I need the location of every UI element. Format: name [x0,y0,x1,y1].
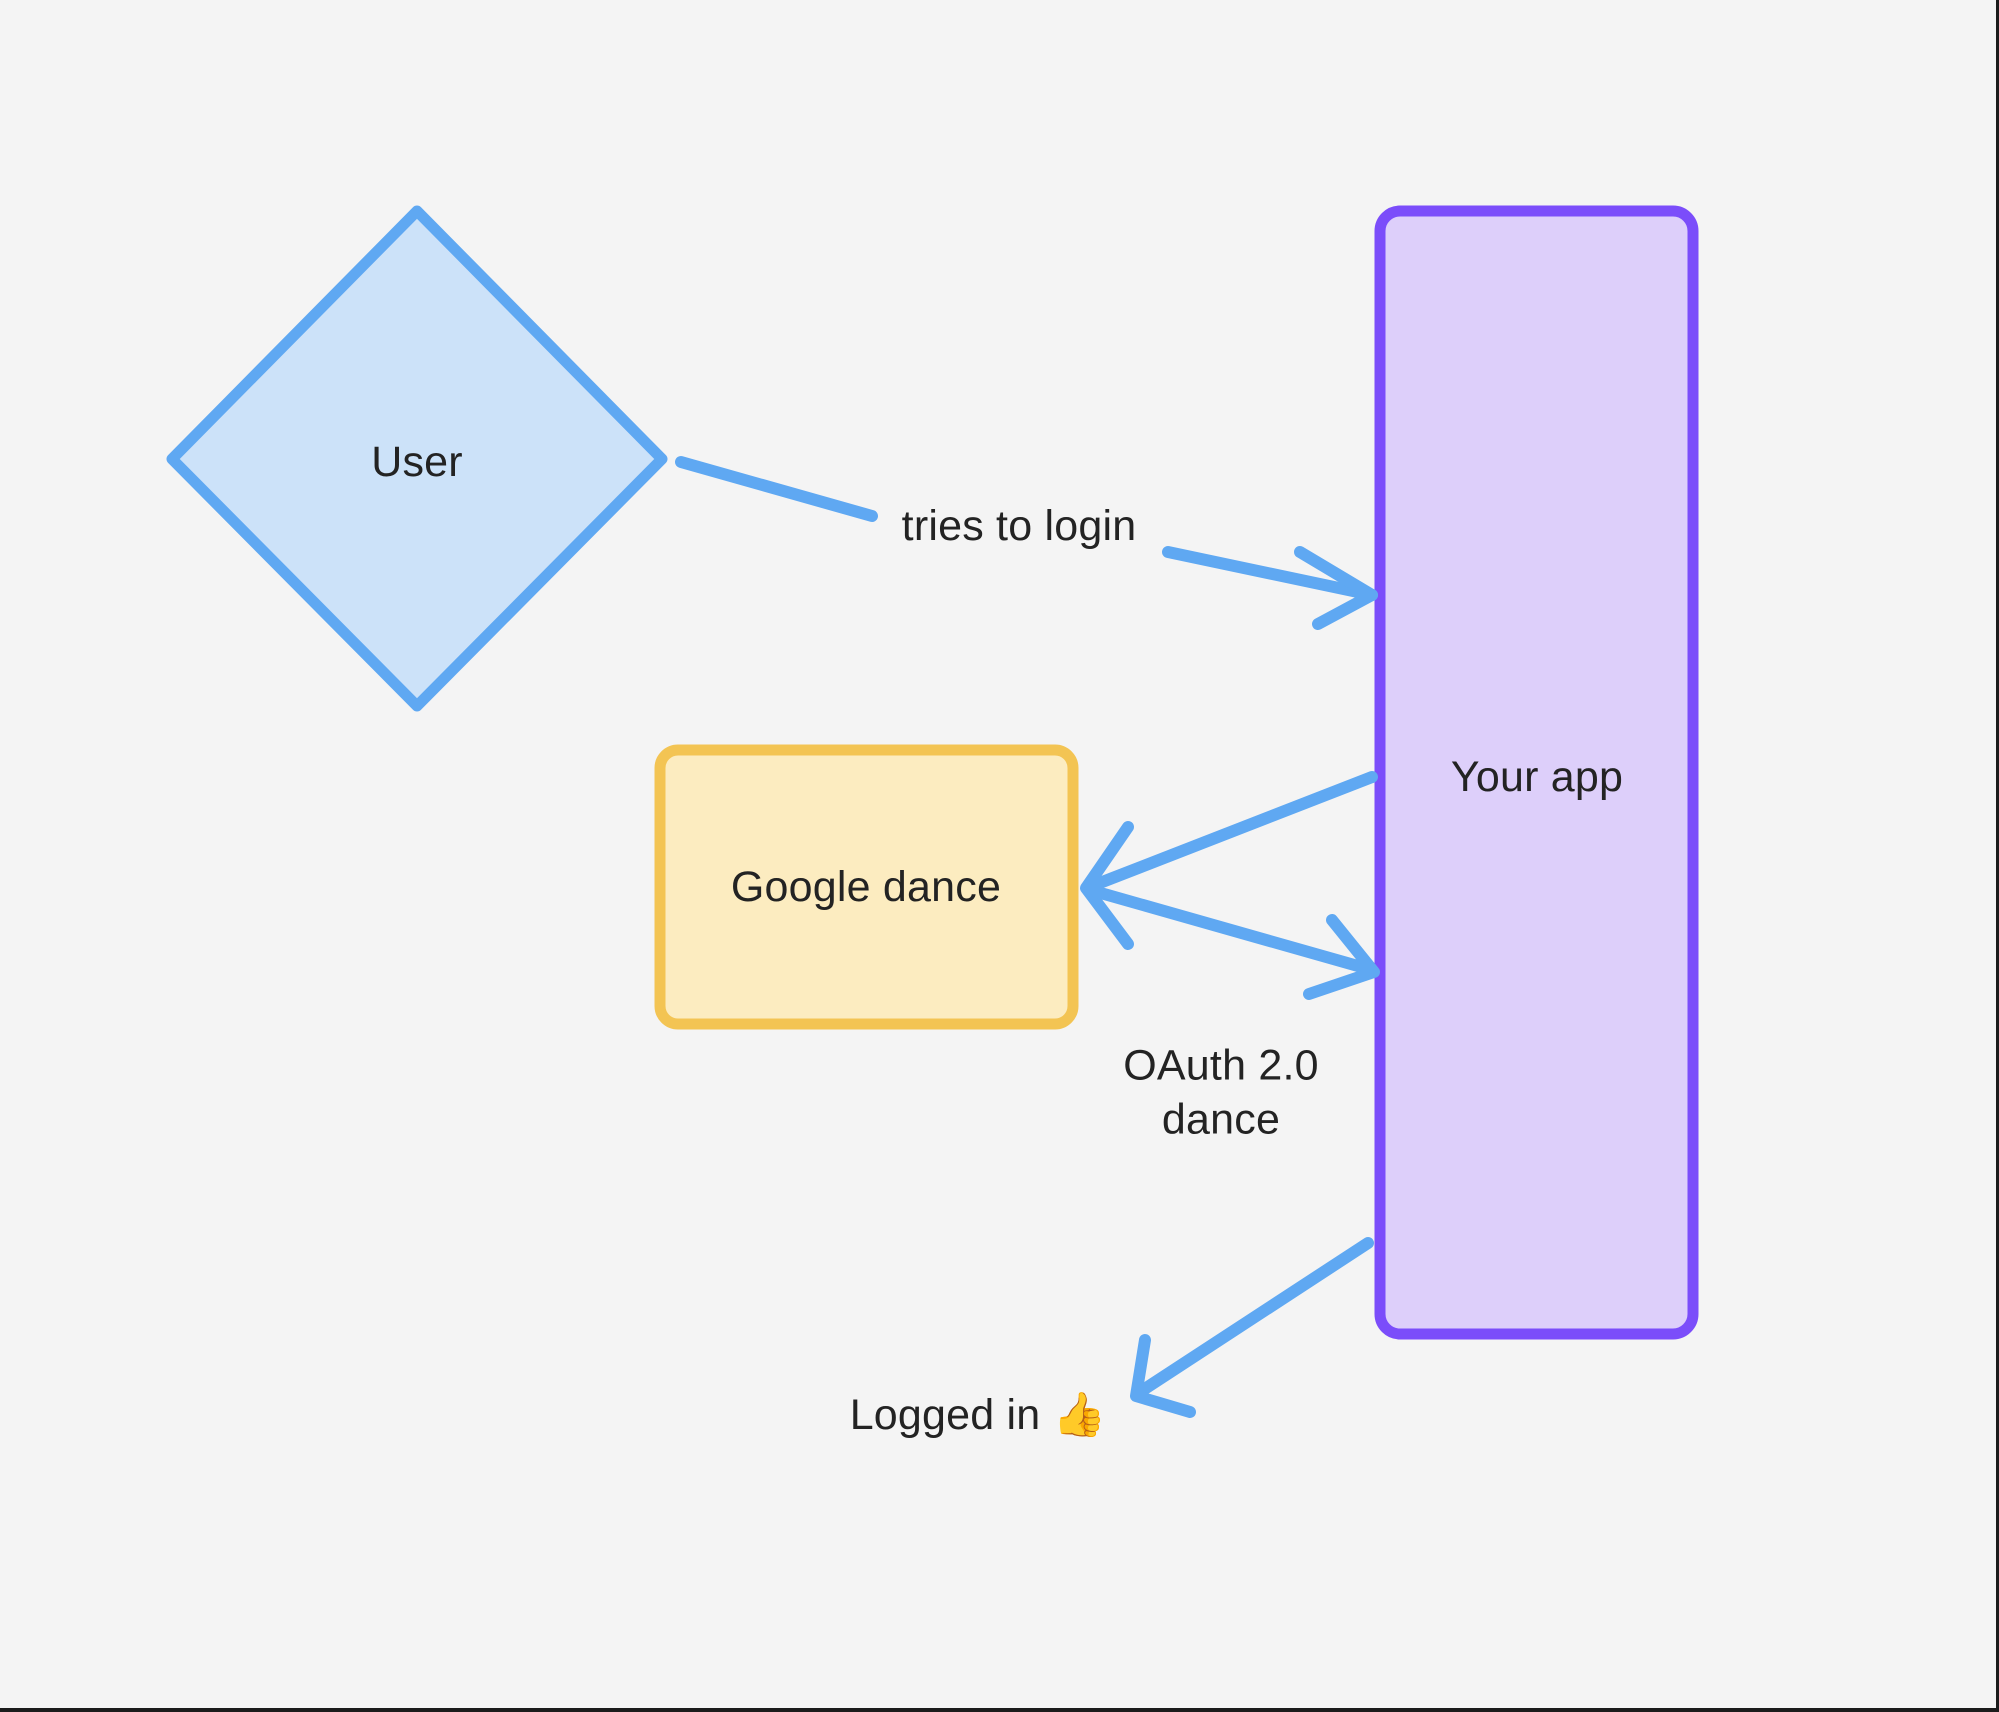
arrowhead-into-logged-in [1130,1334,1196,1418]
edge-user-to-app-segment-2 [1162,546,1378,630]
google-dance-shape [654,744,1079,1030]
your-app-shape [1374,205,1699,1340]
edge-google-to-app [1084,884,1380,1000]
edge-app-to-logged-in [1130,1237,1374,1418]
node-google-dance[interactable] [654,744,1079,1030]
node-user[interactable] [166,205,668,712]
node-your-app[interactable] [1374,205,1699,1340]
arrowhead-into-your-app-lower [1303,914,1380,1000]
user-diamond-shape [166,205,668,712]
arrowhead-into-your-app [1294,546,1378,630]
edge-user-to-app-segment-1 [675,456,878,522]
